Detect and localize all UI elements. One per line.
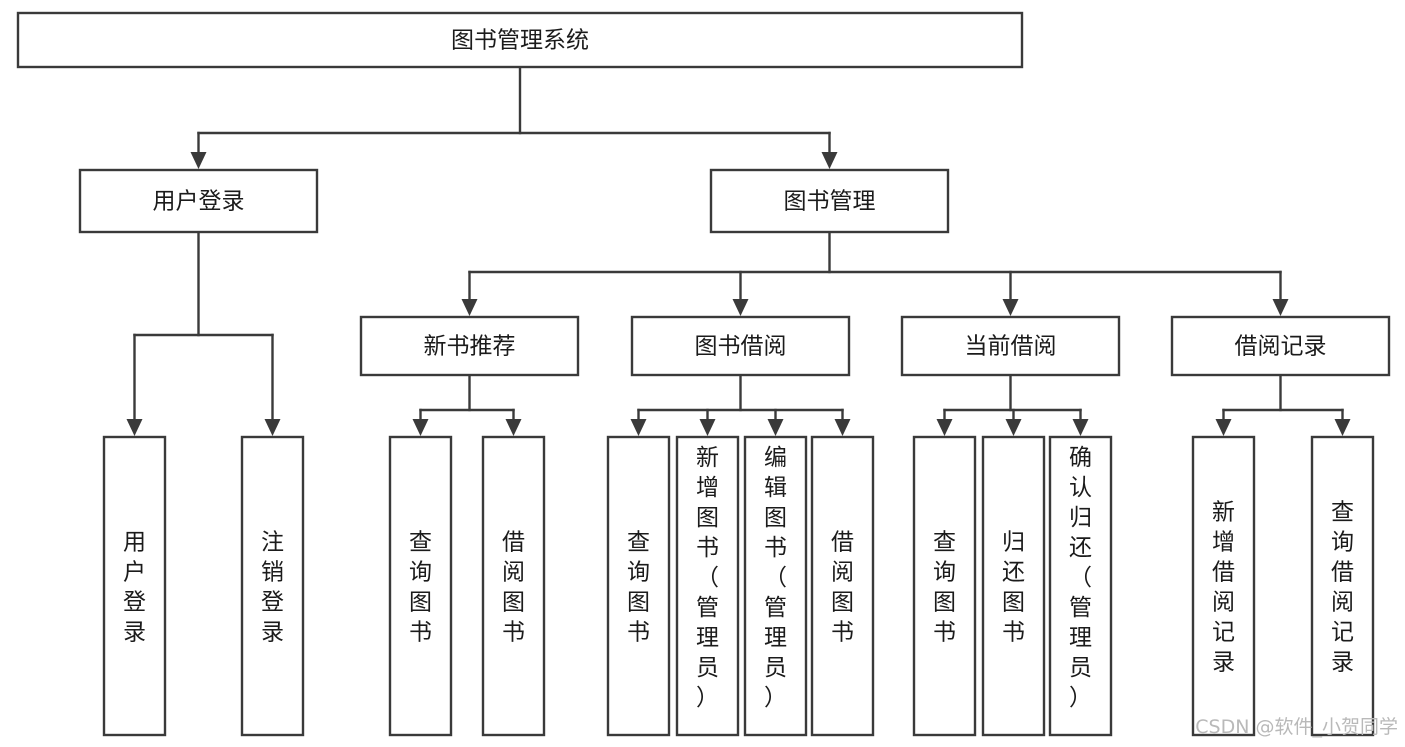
node-borrow-record-rect xyxy=(1170,315,1391,377)
node-leaf-add-book-admin-label: 新增图书（管理员） xyxy=(696,445,719,711)
node-leaf-add-borrow-record[interactable]: 新增借阅记录 xyxy=(1191,435,1256,737)
current-borrow-to-leaves-arrow-0 xyxy=(936,419,953,436)
new-book-recommend-to-leaves-arrow-1 xyxy=(505,419,522,436)
user-login-to-leaves-arrow-1 xyxy=(264,419,281,436)
node-leaf-edit-book-admin[interactable]: 编辑图书（管理员） xyxy=(743,435,808,737)
node-root-图书管理系统[interactable]: 图书管理系统 xyxy=(16,11,1024,69)
node-new-book-recommend-rect xyxy=(359,315,580,377)
node-book-management-label: 图书管理 xyxy=(784,189,876,215)
bookmgmt-to-level3-arrow-0 xyxy=(461,299,478,316)
book-borrow-to-leaves-arrow-3 xyxy=(834,419,851,436)
node-user-login-label: 用户登录 xyxy=(153,189,245,215)
node-leaf-user-logout-label: 注销登录 xyxy=(261,529,284,645)
node-book-borrow-rect xyxy=(630,315,851,377)
node-book-borrow-label: 图书借阅 xyxy=(695,334,787,360)
node-borrow-record[interactable]: 借阅记录 xyxy=(1170,315,1391,377)
node-root-图书管理系统-label: 图书管理系统 xyxy=(451,28,589,54)
borrow-record-to-leaves-arrow-0 xyxy=(1215,419,1232,436)
node-leaf-confirm-return-admin[interactable]: 确认归还（管理员） xyxy=(1048,435,1113,737)
root-to-level2-arrow-0 xyxy=(190,152,207,169)
node-book-management-rect xyxy=(709,168,950,234)
node-leaf-borrow-book-2-label: 借阅图书 xyxy=(831,529,854,645)
current-borrow-to-leaves-arrow-2 xyxy=(1072,419,1089,436)
node-leaf-add-borrow-record-label: 新增借阅记录 xyxy=(1212,499,1235,675)
new-book-recommend-to-leaves-arrow-0 xyxy=(412,419,429,436)
book-borrow-to-leaves-arrow-1 xyxy=(699,419,716,436)
node-book-borrow[interactable]: 图书借阅 xyxy=(630,315,851,377)
node-leaf-query-borrow-record-rect xyxy=(1310,435,1375,737)
node-leaf-query-book-3[interactable]: 查询图书 xyxy=(912,435,977,737)
book-borrow-to-leaves-arrow-0 xyxy=(630,419,647,436)
root-to-level2-arrow-1 xyxy=(821,152,838,169)
node-leaf-borrow-book-2[interactable]: 借阅图书 xyxy=(810,435,875,737)
node-leaf-user-login[interactable]: 用户登录 xyxy=(102,435,167,737)
bookmgmt-to-level3-arrow-2 xyxy=(1002,299,1019,316)
node-leaf-query-borrow-record-label: 查询借阅记录 xyxy=(1331,499,1354,675)
node-leaf-confirm-return-admin-label: 确认归还（管理员） xyxy=(1069,445,1092,711)
borrow-record-to-leaves-arrow-1 xyxy=(1334,419,1351,436)
node-leaf-edit-book-admin-label: 编辑图书（管理员） xyxy=(764,445,787,711)
node-leaf-borrow-book-2-rect xyxy=(810,435,875,737)
node-leaf-return-book-rect xyxy=(981,435,1046,737)
node-leaf-user-logout[interactable]: 注销登录 xyxy=(240,435,305,737)
node-current-borrow[interactable]: 当前借阅 xyxy=(900,315,1121,377)
node-leaf-confirm-return-admin-rect xyxy=(1048,435,1113,737)
user-login-to-leaves-arrow-0 xyxy=(126,419,143,436)
current-borrow-to-leaves-arrow-1 xyxy=(1005,419,1022,436)
node-root-图书管理系统-rect xyxy=(16,11,1024,69)
node-leaf-borrow-book-1[interactable]: 借阅图书 xyxy=(481,435,546,737)
bookmgmt-to-level3-arrow-3 xyxy=(1272,299,1289,316)
node-leaf-user-logout-rect xyxy=(240,435,305,737)
node-leaf-query-borrow-record[interactable]: 查询借阅记录 xyxy=(1310,435,1375,737)
node-leaf-borrow-book-1-rect xyxy=(481,435,546,737)
node-leaf-query-book-2[interactable]: 查询图书 xyxy=(606,435,671,737)
node-leaf-edit-book-admin-rect xyxy=(743,435,808,737)
node-borrow-record-label: 借阅记录 xyxy=(1235,334,1327,360)
node-leaf-return-book-label: 归还图书 xyxy=(1002,529,1025,645)
node-user-login-rect xyxy=(78,168,319,234)
node-leaf-query-book-2-rect xyxy=(606,435,671,737)
book-borrow-to-leaves-arrow-2 xyxy=(767,419,784,436)
node-leaf-borrow-book-1-label: 借阅图书 xyxy=(502,529,525,645)
node-current-borrow-label: 当前借阅 xyxy=(965,334,1057,360)
node-leaf-add-borrow-record-rect xyxy=(1191,435,1256,737)
node-leaf-query-book-1-label: 查询图书 xyxy=(409,529,432,645)
node-user-login[interactable]: 用户登录 xyxy=(78,168,319,234)
node-new-book-recommend[interactable]: 新书推荐 xyxy=(359,315,580,377)
node-book-management[interactable]: 图书管理 xyxy=(709,168,950,234)
node-new-book-recommend-label: 新书推荐 xyxy=(424,334,516,360)
node-leaf-query-book-1-rect xyxy=(388,435,453,737)
node-leaf-query-book-3-label: 查询图书 xyxy=(933,529,956,645)
node-leaf-query-book-3-rect xyxy=(912,435,977,737)
node-leaf-user-login-label: 用户登录 xyxy=(123,529,146,645)
watermark-label: CSDN @软件_小贺同学 xyxy=(1195,716,1398,738)
node-leaf-user-login-rect xyxy=(102,435,167,737)
bookmgmt-to-level3-arrow-1 xyxy=(732,299,749,316)
node-leaf-query-book-2-label: 查询图书 xyxy=(627,529,650,645)
node-current-borrow-rect xyxy=(900,315,1121,377)
node-leaf-query-book-1[interactable]: 查询图书 xyxy=(388,435,453,737)
node-leaf-add-book-admin[interactable]: 新增图书（管理员） xyxy=(675,435,740,737)
node-leaf-add-book-admin-rect xyxy=(675,435,740,737)
node-leaf-return-book[interactable]: 归还图书 xyxy=(981,435,1046,737)
